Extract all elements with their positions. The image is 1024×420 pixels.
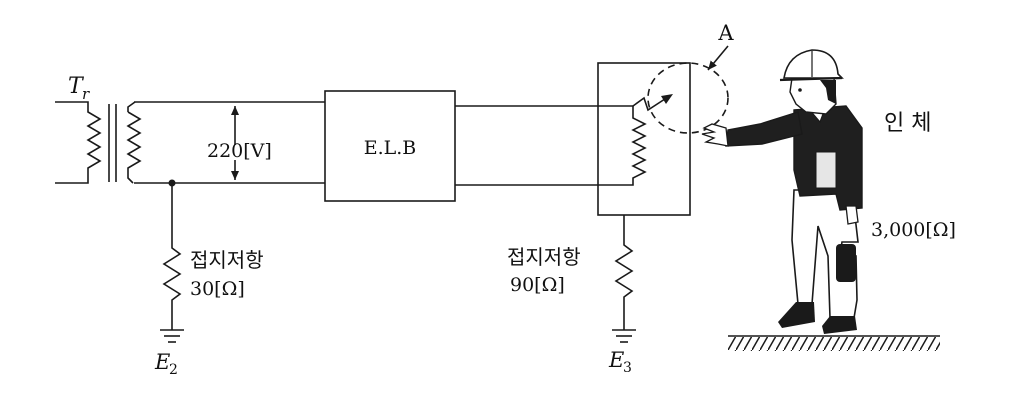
left-shoe (778, 302, 815, 328)
transformer-label-sub: r (82, 85, 90, 103)
left-hand (845, 205, 859, 225)
contact-point-label: A (717, 21, 734, 45)
left-ground-label-sub: 2 (169, 362, 178, 378)
human-body-label: 인 체 (884, 111, 931, 136)
left-ground-resistor (162, 183, 182, 330)
right-ground-resistor-name: 접지저항 (507, 245, 581, 269)
knee-pad (836, 244, 856, 282)
transformer-label: T (68, 74, 85, 99)
hard-hat-brim (779, 76, 843, 82)
transformer-secondary-coil (126, 101, 142, 184)
left-ground-label: E (154, 350, 170, 374)
right-ground-resistance: 90[Ω] (510, 274, 565, 296)
leakage-arrow (632, 96, 669, 112)
voltage-label: 220[V] (207, 140, 272, 162)
hair (820, 80, 836, 104)
contact-point-arrow (707, 45, 729, 71)
equipment-enclosure (597, 62, 691, 216)
equipment-load-coil (598, 105, 647, 186)
voltage-indicator: 220[V] (207, 106, 272, 180)
human-body-resistance: 3,000[Ω] (871, 219, 956, 241)
left-ground-resistance: 30[Ω] (190, 278, 245, 300)
elb-label: E.L.B (364, 137, 417, 159)
left-grounding: 접지저항 30[Ω] E 2 (154, 179, 264, 378)
hand (701, 123, 729, 147)
hard-hat (783, 49, 844, 79)
floor-hatch (728, 337, 940, 351)
eye (798, 88, 802, 92)
right-grounding: 접지저항 90[Ω] E 3 (507, 215, 636, 376)
right-ground-resistor (614, 215, 634, 330)
elb-box (324, 90, 456, 202)
right-shoe (822, 316, 857, 334)
id-badge (815, 151, 837, 189)
right-ground-label: E (608, 348, 624, 372)
left-ground-resistor-name: 접지저항 (190, 248, 264, 272)
right-ground-label-sub: 3 (623, 360, 632, 376)
extended-arm (725, 111, 803, 147)
contact-point-circle (647, 62, 729, 134)
human-figure (701, 49, 863, 334)
transformer-primary-coil (55, 101, 102, 184)
transformer: T r (55, 74, 142, 184)
leakage-arrowhead (661, 94, 673, 104)
